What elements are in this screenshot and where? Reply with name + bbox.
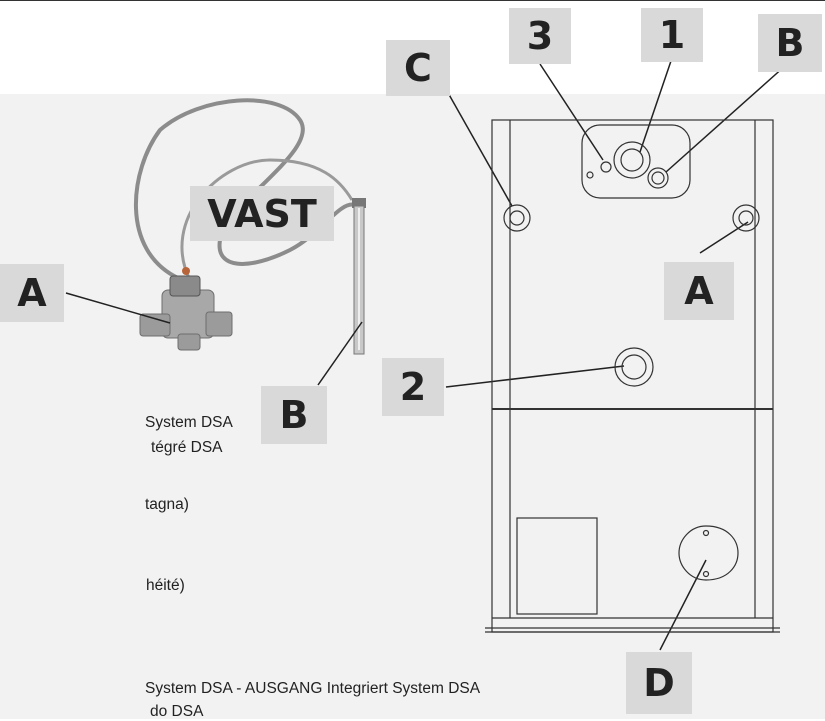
label-b-left: B <box>261 386 327 444</box>
label-a-right: A <box>664 262 734 320</box>
text-line-1: System DSA <box>145 414 233 431</box>
label-d: D <box>626 652 692 714</box>
label-1: 1 <box>641 8 703 62</box>
capillary-hose-2 <box>180 158 354 281</box>
label-b-top: B <box>758 14 822 72</box>
boiler-outline <box>485 119 780 633</box>
label-c: C <box>386 40 450 96</box>
text-line-4: héité) <box>146 577 185 594</box>
text-line-3: tagna) <box>145 496 189 513</box>
text-line-5: System DSA - AUSGANG Integriert System D… <box>145 680 481 697</box>
label-a-left: A <box>0 264 64 322</box>
label-vast: VAST <box>190 186 334 241</box>
text-line-6: do DSA <box>150 703 204 720</box>
valve-body <box>139 267 233 351</box>
top-rule <box>0 0 825 1</box>
sensor-probe <box>352 198 366 355</box>
text-line-2: tégré DSA <box>151 439 223 456</box>
label-2: 2 <box>382 358 444 416</box>
capillary-hose <box>134 98 356 280</box>
label-3: 3 <box>509 8 571 64</box>
